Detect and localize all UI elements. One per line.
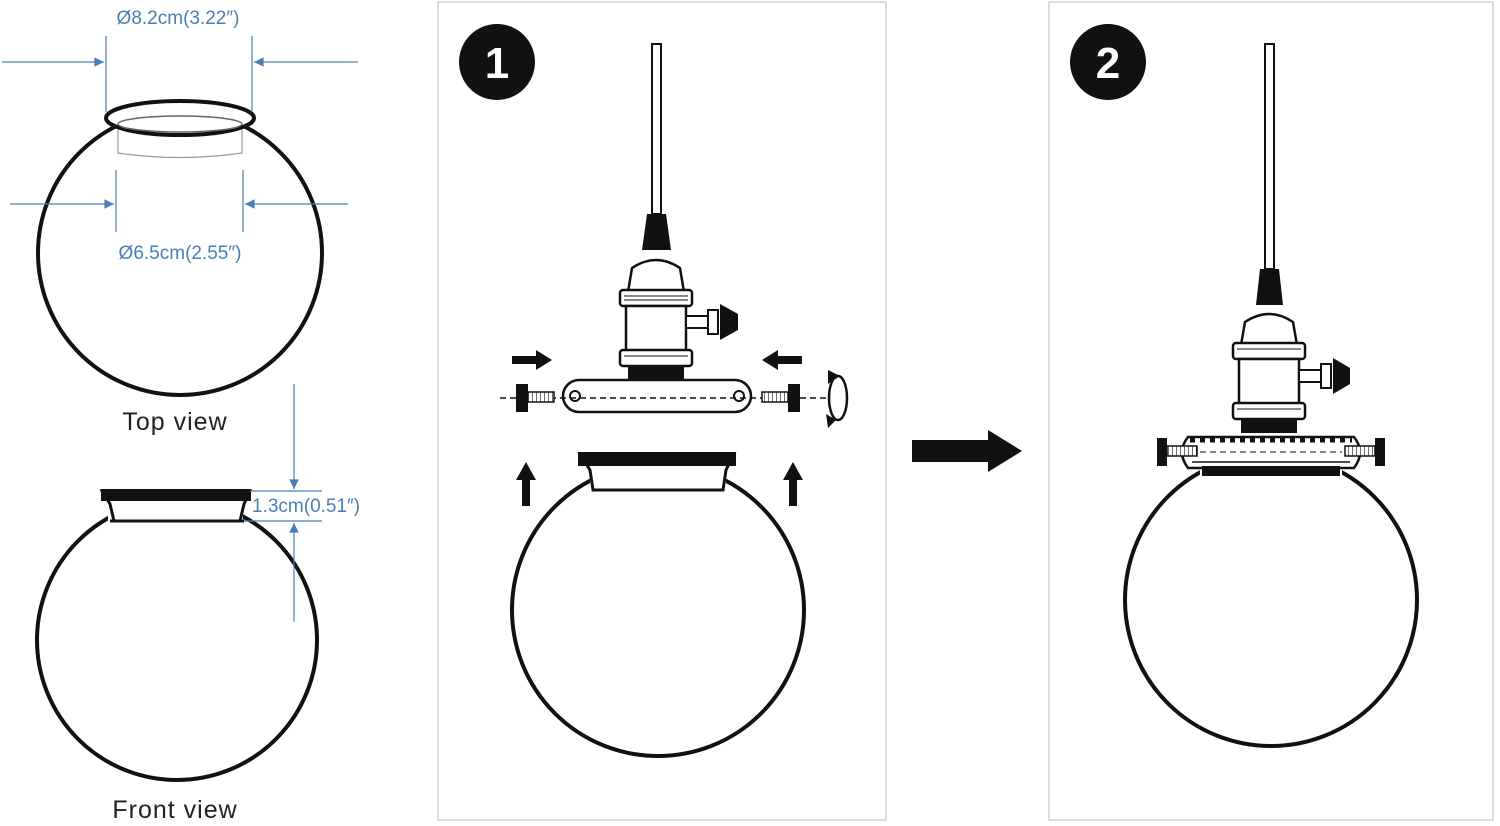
step-2-number: 2 [1096, 39, 1120, 88]
screw-icon [1344, 438, 1385, 466]
arrow-right-icon [512, 350, 552, 370]
screw-icon [761, 384, 800, 412]
inner-diameter-label: Ø6.5cm(2.55″) [119, 243, 242, 264]
arrow-up-icon [783, 462, 803, 506]
arrow-right-icon [912, 430, 1022, 472]
step-1-socket [618, 43, 738, 380]
screw-icon [516, 384, 555, 412]
step-1-glass-globe [510, 452, 806, 758]
step-2-panel [1048, 1, 1494, 821]
outer-diameter-dimension: Ø8.2cm(3.22″) [2, 8, 358, 112]
arrow-left-icon [762, 350, 802, 370]
front-view-drawing [35, 489, 319, 782]
arrow-up-icon [516, 462, 536, 506]
top-view-caption: Top view [122, 408, 227, 436]
rotate-icon [826, 370, 849, 428]
front-view-caption: Front view [112, 796, 237, 824]
neck-height-label: 1.3cm(0.51″) [252, 496, 360, 517]
step-1-number: 1 [485, 39, 509, 88]
step-2-badge: 2 [1070, 24, 1146, 100]
step-1-badge: 1 [459, 24, 535, 100]
screw-icon [1157, 438, 1198, 466]
neck-height-dimension: 1.3cm(0.51″) [244, 384, 360, 622]
outer-diameter-label: Ø8.2cm(3.22″) [117, 8, 240, 29]
step-2-glass-globe [1123, 435, 1419, 748]
step-2-socket [1231, 43, 1350, 433]
inner-diameter-dimension: Ø6.5cm(2.55″) [10, 170, 348, 264]
top-view-drawing [36, 99, 324, 397]
step-1-panel [437, 1, 887, 821]
